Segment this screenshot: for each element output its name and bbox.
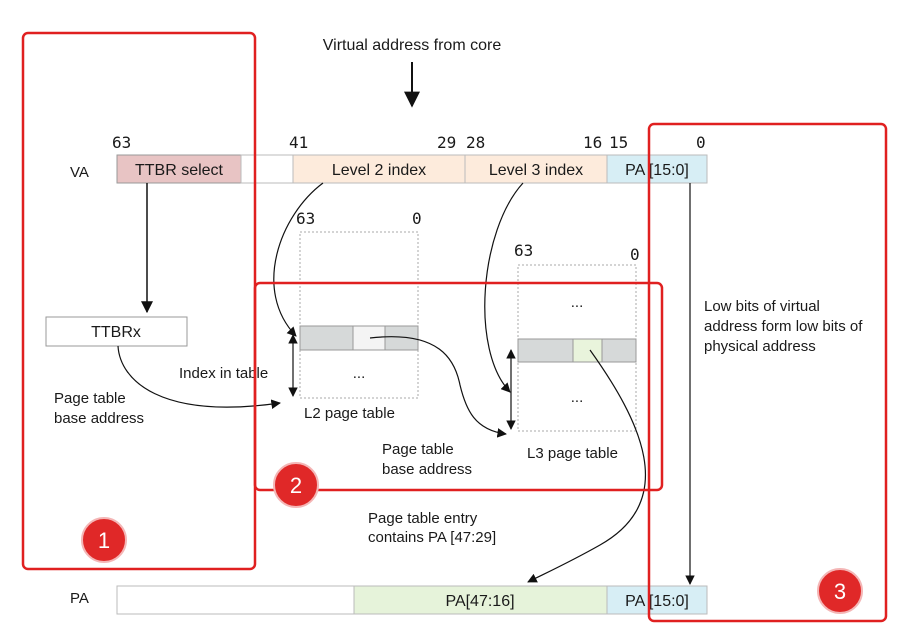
l3-entry-highlight: [572, 338, 603, 363]
ttbrx-label: TTBRx: [91, 324, 141, 341]
l2-page-table: 63 0 ... L2 page table: [296, 209, 422, 422]
page-table-base-label-line1: Page table: [54, 390, 126, 407]
pa-high-label: PA[47:16]: [445, 593, 514, 610]
va-bit-41: 41: [289, 133, 308, 152]
va-bit-63: 63: [112, 133, 131, 152]
ttbrx-box: [45, 316, 188, 347]
l3-dots-bottom: ...: [571, 389, 584, 406]
level3-index-to-l3-arrow: [484, 182, 524, 393]
highlight-box-2: [253, 281, 664, 492]
l3-caption: L3 page table: [527, 445, 618, 462]
low-bits-label-line3: physical address: [704, 338, 816, 355]
low-bits-label-line2: address form low bits of: [704, 318, 863, 335]
highlight-box-1: [21, 31, 257, 571]
l3-entry-to-pa-arrow: [527, 349, 647, 583]
badge-1-number: 1: [98, 528, 110, 553]
va-level3-field: [464, 154, 608, 184]
page-table-base-label-line2: base address: [54, 410, 144, 427]
pa-low-label: PA [15:0]: [625, 593, 689, 610]
l3-entry-right: [601, 338, 637, 363]
va-bit-15: 15: [609, 133, 628, 152]
va-pa-low-label: PA [15:0]: [625, 162, 689, 179]
l2-caption: L2 page table: [304, 405, 395, 422]
l3-bit-low: 0: [630, 245, 640, 264]
l2-entry-highlight: [352, 325, 386, 351]
va-unused-field: [240, 154, 294, 184]
l2-table-frame: [299, 231, 419, 399]
va-level3-label: Level 3 index: [489, 162, 583, 179]
pa-bar: PA[47:16] PA [15:0]: [116, 585, 708, 615]
entry-contains-label-line1: Page table entry: [368, 510, 478, 527]
l2-dots: ...: [353, 365, 366, 382]
l3-bit-high: 63: [514, 241, 533, 260]
va-label: VA: [70, 164, 89, 181]
l3-base-label-line2: base address: [382, 461, 472, 478]
l2-bit-high: 63: [296, 209, 315, 228]
va-ttbr-select-label: TTBR select: [135, 162, 224, 179]
badge-3-number: 3: [834, 579, 846, 604]
pa-low-field: [606, 585, 708, 615]
ttbrx-to-l2-arrow: [117, 345, 281, 409]
l3-base-label-line1: Page table: [382, 441, 454, 458]
va-level2-label: Level 2 index: [332, 162, 426, 179]
badge-2-number: 2: [290, 473, 302, 498]
l3-page-table: 63 0 ... ... L3 page table: [514, 241, 640, 462]
badge-3: 3: [817, 568, 863, 614]
level2-index-to-l2-arrow: [273, 182, 324, 337]
diagram-title: Virtual address from core: [323, 37, 502, 54]
va-pa-low-field: [606, 154, 708, 184]
va-bit-29: 29: [437, 133, 456, 152]
l2-entry-left: [299, 325, 354, 351]
badge-2: 2: [273, 462, 319, 508]
va-bar: TTBR select Level 2 index Level 3 index …: [116, 154, 708, 184]
va-level2-field: [292, 154, 466, 184]
low-bits-label-line1: Low bits of virtual: [704, 298, 820, 315]
va-bit-16: 16: [583, 133, 602, 152]
index-in-table-label: Index in table: [179, 365, 268, 382]
pa-label: PA: [70, 590, 89, 607]
va-bit-28: 28: [466, 133, 485, 152]
va-bit-0: 0: [696, 133, 706, 152]
badge-1: 1: [81, 517, 127, 563]
l2-entry-to-l3-base-arrow: [369, 336, 507, 438]
entry-contains-label-line2: contains PA [47:29]: [368, 529, 496, 546]
highlight-box-3: [647, 122, 888, 623]
pa-unused-field: [116, 585, 355, 615]
l3-entry-left: [517, 338, 574, 363]
l3-dots-top: ...: [571, 294, 584, 311]
l2-bit-low: 0: [412, 209, 422, 228]
